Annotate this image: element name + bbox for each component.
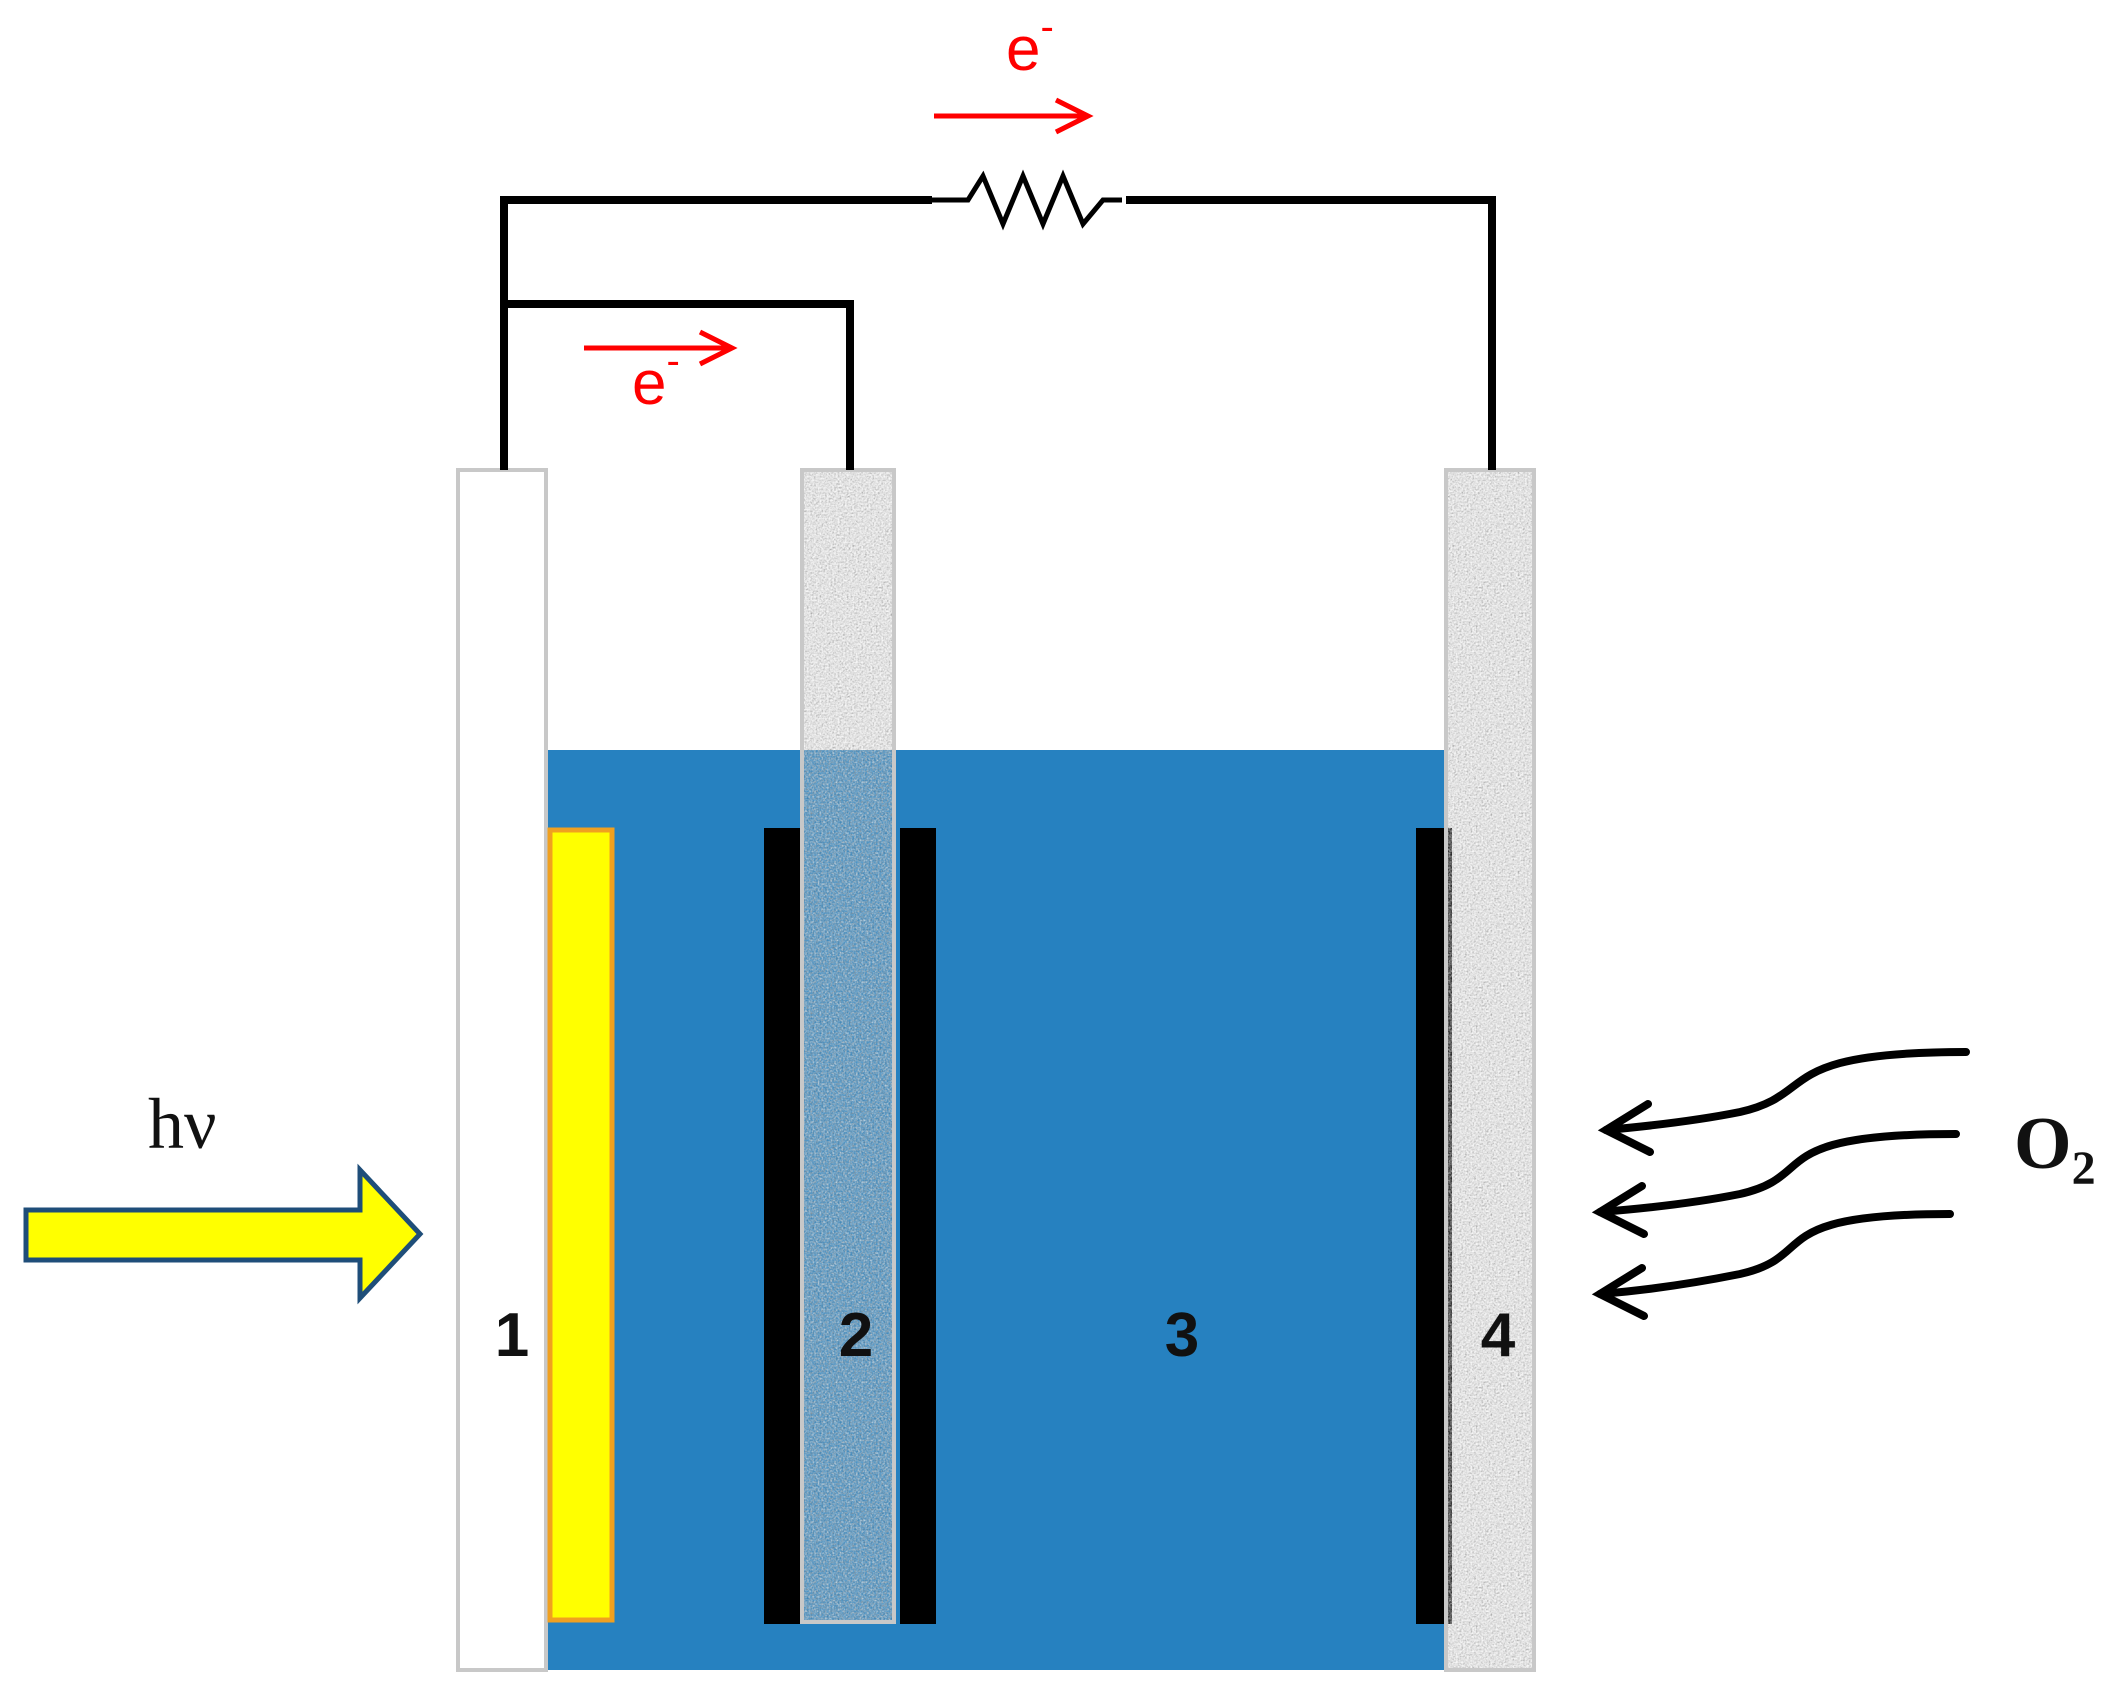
electron-label-top: e- <box>1006 5 1054 84</box>
label-electrolyte-3: 3 <box>1165 1301 1199 1370</box>
light-arrow-icon <box>23 1163 424 1305</box>
wire-to-electrode-4 <box>1126 196 1496 470</box>
electrode-2-catalyst-left <box>764 828 800 1624</box>
electron-arrow-inner-head-icon <box>698 329 738 367</box>
wire-main <box>500 196 932 470</box>
oxygen-arrow-1-head-icon <box>1597 1100 1654 1156</box>
photoactive-layer <box>547 827 615 1623</box>
electrode-2-catalyst-right <box>900 828 936 1624</box>
electrolyte <box>548 750 1448 1670</box>
external-circuit <box>500 169 1496 470</box>
oxygen-arrow-1 <box>1602 1048 1970 1134</box>
electrode-2-porous <box>800 468 896 1624</box>
oxygen-arrow-2 <box>1596 1130 1960 1216</box>
electron-arrow-top-head-icon <box>1054 97 1094 135</box>
label-electrode-1: 1 <box>495 1301 529 1370</box>
oxygen-arrow-2-head-icon <box>1591 1182 1648 1238</box>
electron-label-inner: e- <box>632 339 680 418</box>
oxygen-arrow-3-head-icon <box>1591 1264 1648 1320</box>
oxygen-label: O2 <box>2014 1103 2096 1195</box>
resistor-icon <box>932 169 1122 231</box>
label-electrode-4: 4 <box>1481 1301 1516 1370</box>
oxygen-arrow-3 <box>1596 1210 1954 1298</box>
wire-to-electrode-2 <box>504 300 854 470</box>
label-electrode-2: 2 <box>839 1301 873 1370</box>
electrode-4-porous <box>1444 468 1536 1672</box>
light-label: hν <box>148 1084 217 1164</box>
oxygen-flow-arrows <box>1591 1048 1970 1320</box>
electrode-1-glass <box>456 468 548 1672</box>
